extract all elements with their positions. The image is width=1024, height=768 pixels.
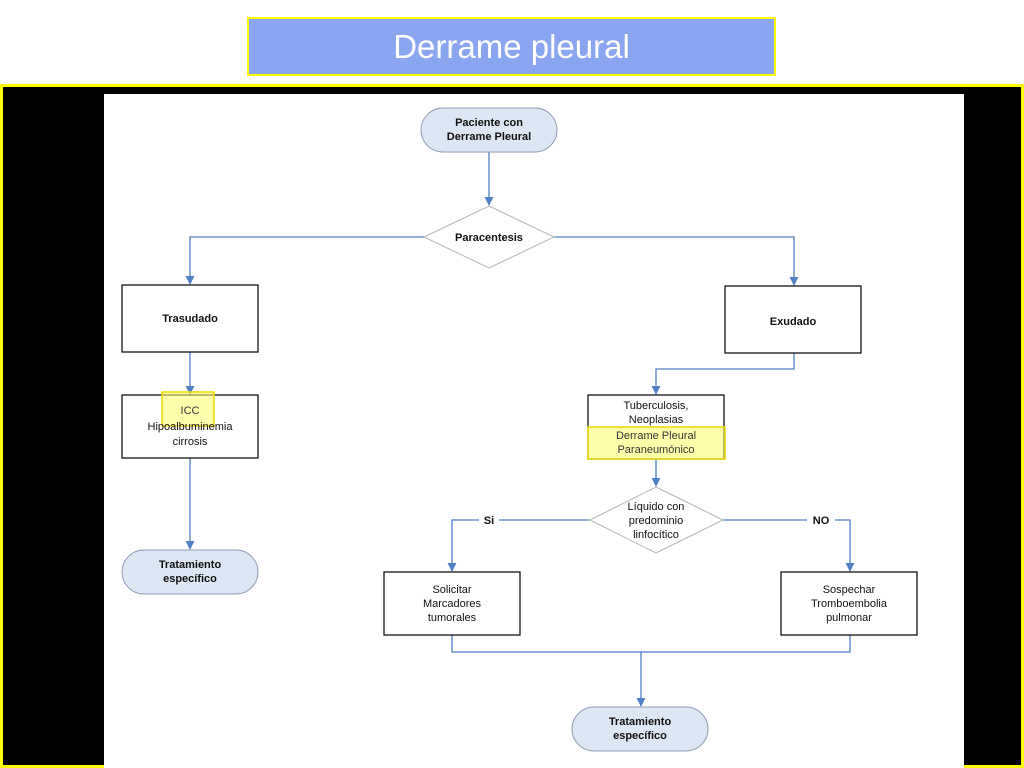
connector-exudado-to-causes bbox=[651, 353, 795, 395]
left-action-line-1: Solicitar bbox=[432, 584, 471, 596]
connector-no-branch bbox=[723, 519, 855, 572]
trasudado-label: Trasudado bbox=[162, 313, 218, 325]
decision-paracentesis: Paracentesis bbox=[422, 205, 556, 269]
exudado-label: Exudado bbox=[770, 316, 817, 328]
end-bottom-line-1: Tratamiento bbox=[609, 716, 672, 728]
trasudado-box: Trasudado bbox=[121, 284, 259, 353]
icc-label: ICC bbox=[181, 405, 200, 417]
yes-label: Si bbox=[484, 515, 494, 527]
decision-liquido: Líquido con predominio linfocítico bbox=[588, 486, 725, 554]
connector-to-trasudado bbox=[185, 236, 424, 285]
hipoalbuminemia-label: Hipoalbuminemia bbox=[148, 421, 234, 433]
end-bottom-node: Tratamiento específico bbox=[571, 706, 709, 752]
tuberculosis-label: Tuberculosis, bbox=[623, 400, 688, 412]
end-left-line-1: Tratamiento bbox=[159, 559, 222, 571]
connector-yes-branch bbox=[447, 519, 590, 572]
right-action-line-1: Sospechar bbox=[823, 584, 876, 596]
end-left-line-2: específico bbox=[163, 573, 217, 585]
paraneumonico-line-1: Derrame Pleural bbox=[616, 430, 696, 442]
end-left-node: Tratamiento específico bbox=[121, 549, 259, 595]
right-action-box: Sospechar Tromboembolia pulmonar bbox=[780, 571, 918, 636]
no-label: NO bbox=[813, 515, 830, 527]
left-action-box: Solicitar Marcadores tumorales bbox=[383, 571, 521, 636]
cirrosis-label: cirrosis bbox=[173, 436, 208, 448]
icc-highlight bbox=[161, 391, 215, 427]
paraneumonico-line-2: Paraneumónico bbox=[617, 444, 694, 456]
connector-merge bbox=[451, 635, 851, 653]
end-bottom-line-2: específico bbox=[613, 730, 667, 742]
start-node: Paciente con Derrame Pleural bbox=[420, 107, 558, 153]
decision-paracentesis-label: Paracentesis bbox=[455, 232, 523, 244]
left-action-line-2: Marcadores bbox=[423, 598, 482, 610]
decision-liquido-line-2: predominio bbox=[629, 515, 683, 527]
slide-title: Derrame pleural bbox=[247, 17, 776, 76]
exudado-causes-box: Tuberculosis, Neoplasias Derrame Pleural… bbox=[587, 394, 726, 460]
start-line-1: Paciente con bbox=[455, 117, 523, 129]
decision-liquido-line-1: Líquido con bbox=[628, 501, 685, 513]
connector-to-exudado bbox=[554, 236, 799, 286]
exudado-box: Exudado bbox=[724, 285, 862, 354]
start-line-2: Derrame Pleural bbox=[447, 131, 531, 143]
left-action-line-3: tumorales bbox=[428, 612, 477, 624]
right-action-line-3: pulmonar bbox=[826, 612, 872, 624]
right-action-line-2: Tromboembolia bbox=[811, 598, 888, 610]
neoplasias-label: Neoplasias bbox=[629, 414, 684, 426]
connectors bbox=[185, 152, 855, 707]
decision-liquido-line-3: linfocítico bbox=[633, 529, 679, 541]
paraneumonico-highlight bbox=[587, 426, 726, 460]
trasudado-causes-box: ICC Hipoalbuminemia cirrosis bbox=[121, 391, 259, 459]
